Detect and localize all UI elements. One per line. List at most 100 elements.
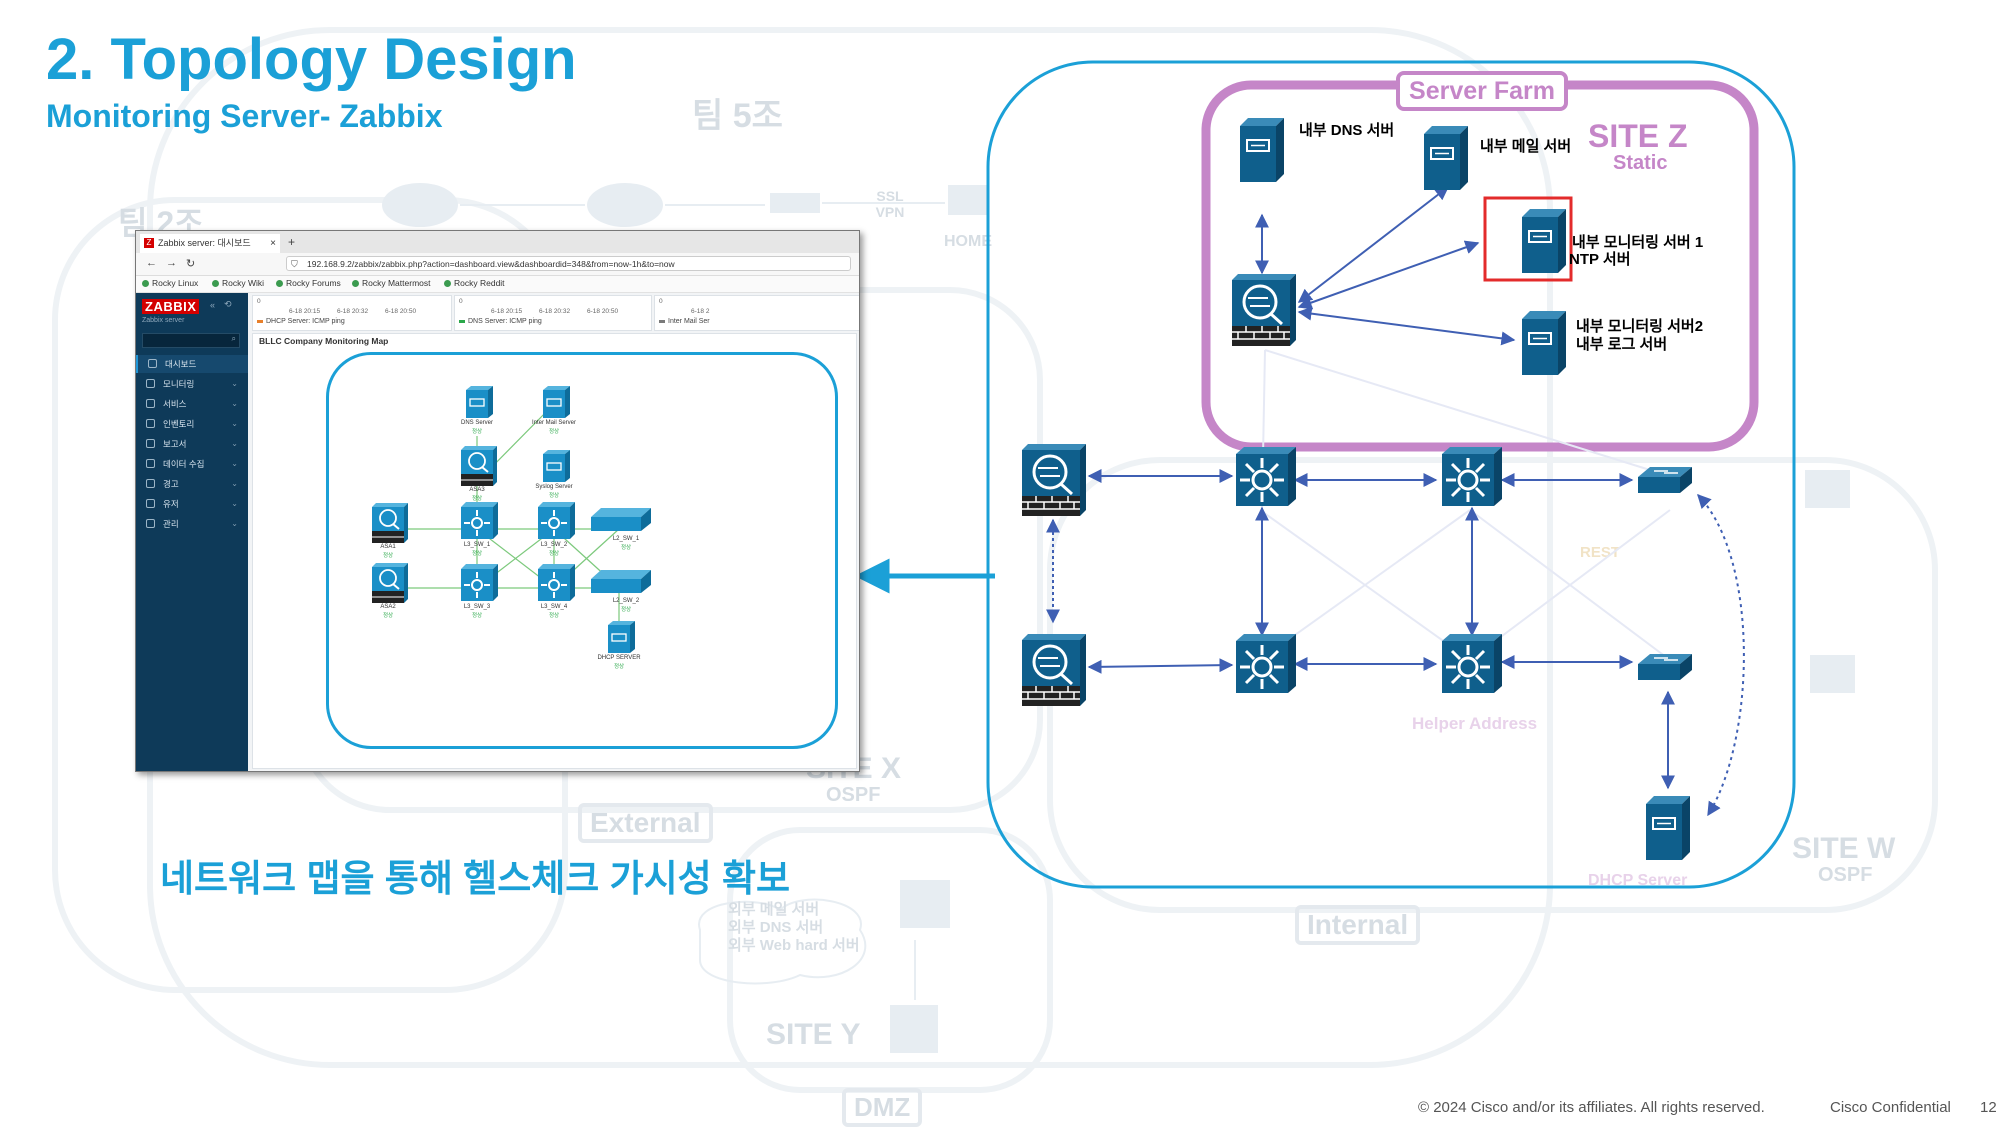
node-label-syslog: Syslog Server: [535, 484, 573, 490]
slide-caption: 네트워크 맵을 통해 헬스체크 가시성 확보: [160, 858, 791, 899]
collapse-sidebar-icon[interactable]: «: [210, 300, 216, 310]
page-number: 12: [1980, 1099, 1997, 1116]
node-status: 정상: [548, 613, 560, 619]
node-status: 정상: [613, 664, 625, 670]
node-label-asa2: ASA2: [380, 604, 396, 610]
graph-widget[interactable]: 0 6-18 2 Inter Mail Ser: [654, 295, 859, 331]
menu-item-reports[interactable]: 보고서⌄: [136, 435, 248, 453]
inventory-icon: [146, 419, 155, 428]
menu-item-label: 서비스: [163, 399, 187, 409]
menu-item-label: 대시보드: [165, 359, 197, 369]
bookmark-item[interactable]: Rocky Linux: [142, 278, 198, 288]
bookmarks-bar: Rocky Linux Rocky Wiki Rocky Forums Rock…: [136, 276, 859, 293]
slide-subtitle: Monitoring Server- Zabbix: [46, 98, 443, 134]
bg-ext-server-3: 외부 Web hard 서버: [728, 937, 860, 954]
asa-firewall-icon: [1230, 272, 1298, 348]
chevron-down-icon: ⌄: [231, 419, 238, 428]
graph-tick: 6-18 20:50: [587, 308, 619, 315]
new-tab-icon[interactable]: +: [288, 235, 296, 249]
node-label-l2sw1: L2_SW_1: [612, 536, 640, 542]
back-icon[interactable]: ←: [146, 257, 157, 269]
node-status: 정상: [620, 607, 632, 613]
bg-site-w-label: SITE W: [1792, 832, 1896, 865]
chevron-down-icon: ⌄: [231, 439, 238, 448]
graph-widget[interactable]: 0 6-18 20:15 6-18 20:32 6-18 20:50 DHCP …: [252, 295, 452, 331]
bg-ssl-vpn-label: SSL VPN: [875, 188, 905, 220]
kiosk-mode-icon[interactable]: ⟲: [224, 299, 232, 309]
mail-server-label: 내부 메일 서버: [1480, 138, 1572, 155]
node-status: 정상: [620, 545, 632, 551]
search-icon[interactable]: ⌕: [231, 334, 236, 343]
menu-item-administration[interactable]: 관리⌄: [136, 515, 248, 533]
menu-item-data-collection[interactable]: 데이터 수집 ⌄: [136, 455, 248, 473]
zabbix-search-input[interactable]: ⌕: [142, 333, 240, 348]
bg-site-w-ospf-label: OSPF: [1818, 864, 1873, 886]
menu-item-label: 데이터 수집: [163, 459, 205, 469]
url-text: 192.168.9.2/zabbix/zabbix.php?action=das…: [307, 259, 675, 269]
node-status: 정상: [548, 551, 560, 557]
bg-helper-address-label: Helper Address: [1412, 714, 1538, 733]
zabbix-sidebar: ZABBIX « ⟲ Zabbix server ⌕ 대시보드 모니터링⌄ 서비…: [136, 293, 248, 771]
ntp-server-label: NTP 서버: [1569, 251, 1631, 268]
bell-icon: [146, 479, 155, 488]
bookmark-item[interactable]: Rocky Mattermost: [352, 278, 431, 288]
dashboard-icon: [148, 359, 157, 368]
reload-icon[interactable]: ↻: [186, 258, 196, 270]
bookmark-item[interactable]: Rocky Forums: [276, 278, 341, 288]
menu-item-users[interactable]: 유저 ⌄: [136, 495, 248, 513]
node-status: 정상: [382, 553, 394, 559]
node-label-l3sw1: L3_SW_1: [463, 542, 491, 548]
zabbix-favicon-icon: Z: [144, 238, 154, 248]
chevron-down-icon: ⌄: [231, 499, 238, 508]
l3-switch-icon: [1234, 632, 1298, 695]
menu-item-label: 관리: [163, 519, 179, 529]
l2-switch-icon: [1637, 653, 1693, 681]
node-label-mail: Inter Mail Server: [531, 420, 577, 426]
reports-icon: [146, 439, 155, 448]
server-farm-label: Server Farm: [1409, 77, 1555, 105]
shield-icon: ⛉: [291, 259, 298, 269]
server-icon: [1645, 795, 1691, 861]
l3-switch-icon: [1440, 445, 1504, 508]
server-icon: [1521, 208, 1567, 274]
bg-site-x-ospf-label: OSPF: [826, 784, 881, 806]
footer-confidential: Cisco Confidential: [1830, 1099, 1951, 1116]
menu-item-alerts[interactable]: 경고⌄: [136, 475, 248, 493]
graph-widget[interactable]: 0 6-18 20:15 6-18 20:32 6-18 20:50 DNS S…: [454, 295, 652, 331]
chevron-down-icon: ⌄: [231, 399, 238, 408]
zabbix-server-name: Zabbix server: [142, 317, 185, 324]
user-icon: [146, 499, 155, 508]
network-map-widget[interactable]: BLLC Company Monitoring Map: [252, 333, 857, 769]
graph-tick: 6-18 20:32: [539, 308, 571, 315]
browser-tab[interactable]: Z Zabbix server: 대시보드 ×: [140, 234, 280, 253]
menu-item-label: 유저: [163, 499, 179, 509]
menu-item-dashboard[interactable]: 대시보드: [136, 355, 248, 373]
bg-rest-label: REST: [1580, 544, 1621, 561]
browser-address-bar: ← → ↻ ⛉ 192.168.9.2/zabbix/zabbix.php?ac…: [136, 253, 859, 276]
bg-site-y-label: SITE Y: [766, 1018, 861, 1051]
bg-internal-label: Internal: [1295, 905, 1421, 945]
node-label-dns: DNS Server: [460, 420, 494, 426]
graph-tick: 6-18 20:15: [289, 308, 321, 315]
server-icon: [1239, 117, 1285, 183]
bookmark-item[interactable]: Rocky Reddit: [444, 278, 505, 288]
browser-tab-title: Zabbix server: 대시보드: [158, 238, 251, 248]
menu-item-inventory[interactable]: 인벤토리⌄: [136, 415, 248, 433]
node-label-dhcp: DHCP SERVER: [597, 655, 641, 661]
chevron-down-icon: ⌄: [231, 459, 238, 468]
monitor-server-2-label: 내부 모니터링 서버2: [1576, 318, 1704, 335]
zabbix-logo[interactable]: ZABBIX: [142, 299, 200, 314]
l3-switch-icon: [1440, 632, 1504, 695]
bookmark-item[interactable]: Rocky Wiki: [212, 278, 264, 288]
node-label-asa3: ASA3: [469, 487, 485, 493]
menu-item-services[interactable]: 서비스 ⌄: [136, 395, 248, 413]
menu-item-monitoring[interactable]: 모니터링⌄: [136, 375, 248, 393]
forward-icon[interactable]: →: [166, 257, 177, 269]
menu-item-label: 모니터링: [163, 379, 195, 389]
bg-home-label: HOME: [944, 233, 992, 250]
url-input[interactable]: ⛉ 192.168.9.2/zabbix/zabbix.php?action=d…: [286, 256, 851, 271]
asa-firewall-icon: [1020, 442, 1088, 518]
close-tab-icon[interactable]: ×: [270, 238, 276, 249]
